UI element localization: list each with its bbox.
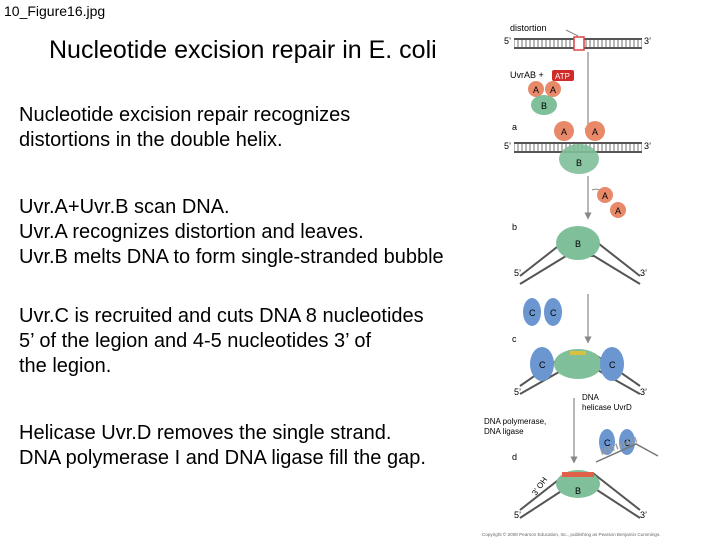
distortion-pointer <box>565 29 579 37</box>
dna-distortion-stage: distortion 5’ 3’ <box>504 23 651 51</box>
five-prime-label: 5’ <box>504 141 511 151</box>
protein-a <box>610 202 626 218</box>
stage-d-repaired: B 3’ OH 5’ 3’ <box>514 436 659 520</box>
protein-b-label: B <box>575 486 581 496</box>
protein-a-label: A <box>615 206 621 216</box>
new-dna-segment <box>562 472 594 477</box>
protein-b <box>556 226 600 260</box>
text-line: Uvr.C is recruited and cuts DNA 8 nucleo… <box>19 305 424 327</box>
five-prime-label: 5’ <box>514 268 521 278</box>
paragraph-scanning: Uvr.A+Uvr.B scan DNA. Uvr.A recognizes d… <box>19 195 529 270</box>
protein-a-label: A <box>533 85 539 95</box>
paragraph-repair: Helicase Uvr.D removes the single strand… <box>19 421 529 471</box>
protein-c-label: C <box>550 308 557 318</box>
protein-a-label: A <box>602 191 608 201</box>
text-line: distortions in the double helix. <box>19 129 283 151</box>
protein-a-label: A <box>561 127 567 137</box>
step-b-label: b <box>512 222 517 232</box>
protein-c-label: C <box>609 360 616 370</box>
three-prime-label: 3’ <box>644 36 651 46</box>
stage-a-bound: A A B 5’ 3’ <box>504 121 651 174</box>
uvrab-complex: UvrAB + ATP A A B a <box>510 52 592 136</box>
slide-title: Nucleotide excision repair in E. coli <box>49 36 437 64</box>
step-a-label: a <box>512 122 517 132</box>
five-prime-label: 5’ <box>504 36 511 46</box>
five-prime-label: 5’ <box>514 387 521 397</box>
text-line: 5’ of the legion and 4-5 nucleotides 3’ … <box>19 330 372 352</box>
dna-polymerase-label: DNA polymerase, <box>484 417 546 426</box>
text-line: Helicase Uvr.D removes the single strand… <box>19 422 392 444</box>
protein-c-label: C <box>539 360 546 370</box>
protein-b-label: B <box>576 158 582 168</box>
dna-bottom-strand <box>519 255 641 285</box>
protein-b-label: B <box>541 101 547 111</box>
distortion-site <box>573 36 585 51</box>
uvrc-recruitment: C C c <box>512 294 592 344</box>
uvrab-label: UvrAB + <box>510 70 544 80</box>
paragraph-incision: Uvr.C is recruited and cuts DNA 8 nucleo… <box>19 304 529 379</box>
three-prime-label: 3’ <box>640 387 647 397</box>
protein-c-label: C <box>604 438 611 448</box>
repair-enzymes: DNA helicase UvrD DNA polymerase, DNA li… <box>484 393 635 464</box>
damaged-segment <box>570 351 586 355</box>
stage-c-incision: C C 5’ 3’ <box>514 347 647 397</box>
paragraph-recognition: Nucleotide excision repair recognizes di… <box>19 103 529 153</box>
uvra-release: A A b <box>512 176 626 232</box>
atp-label: ATP <box>555 72 570 81</box>
protein-b <box>531 95 557 115</box>
copyright-notice: Copyright © 2008 Pearson Education, Inc.… <box>482 531 661 537</box>
text-line: Uvr.A+Uvr.B scan DNA. <box>19 196 230 218</box>
helicase-uvrd-label: helicase UvrD <box>582 403 632 412</box>
protein-c <box>544 298 562 326</box>
protein-a <box>554 121 574 141</box>
protein-c <box>523 298 541 326</box>
distortion-label: distortion <box>510 23 547 33</box>
protein-a <box>585 121 605 141</box>
file-label: 10_Figure16.jpg <box>4 3 106 19</box>
three-prime-label: 3’ <box>644 141 651 151</box>
helicase-dna-label: DNA <box>582 393 600 402</box>
protein-b <box>559 144 599 174</box>
three-prime-label: 3’ <box>640 510 647 520</box>
excised-rungs <box>598 436 639 456</box>
excised-strand <box>595 443 659 463</box>
three-oh-label: 3’ OH <box>530 475 549 497</box>
protein-c <box>600 347 624 381</box>
atp-badge <box>552 70 574 81</box>
step-c-label: c <box>512 334 517 344</box>
text-line: Uvr.B melts DNA to form single-stranded … <box>19 246 444 268</box>
text-line: Nucleotide excision repair recognizes <box>19 104 351 126</box>
protein-a <box>545 81 561 97</box>
text-line: Uvr.A recognizes distortion and leaves. <box>19 221 364 243</box>
three-prime-label: 3’ <box>640 268 647 278</box>
protein-a-label: A <box>592 127 598 137</box>
protein-c <box>530 347 554 381</box>
text-line: DNA polymerase I and DNA ligase fill the… <box>19 447 426 469</box>
dna-ligase-label: DNA ligase <box>484 427 524 436</box>
protein-b-label: B <box>575 239 581 249</box>
repair-pathway-figure: distortion 5’ 3’ UvrAB + ATP A A B a A A… <box>482 23 661 537</box>
protein-a <box>597 187 613 203</box>
protein-c-label: C <box>529 308 536 318</box>
five-prime-label: 5’ <box>514 510 521 520</box>
text-line: the legion. <box>19 355 112 377</box>
protein-b <box>554 349 602 379</box>
protein-a-label: A <box>550 85 556 95</box>
step-d-label: d <box>512 452 517 462</box>
protein-a <box>528 81 544 97</box>
stage-b-bubble: B 5’ 3’ <box>514 226 647 285</box>
